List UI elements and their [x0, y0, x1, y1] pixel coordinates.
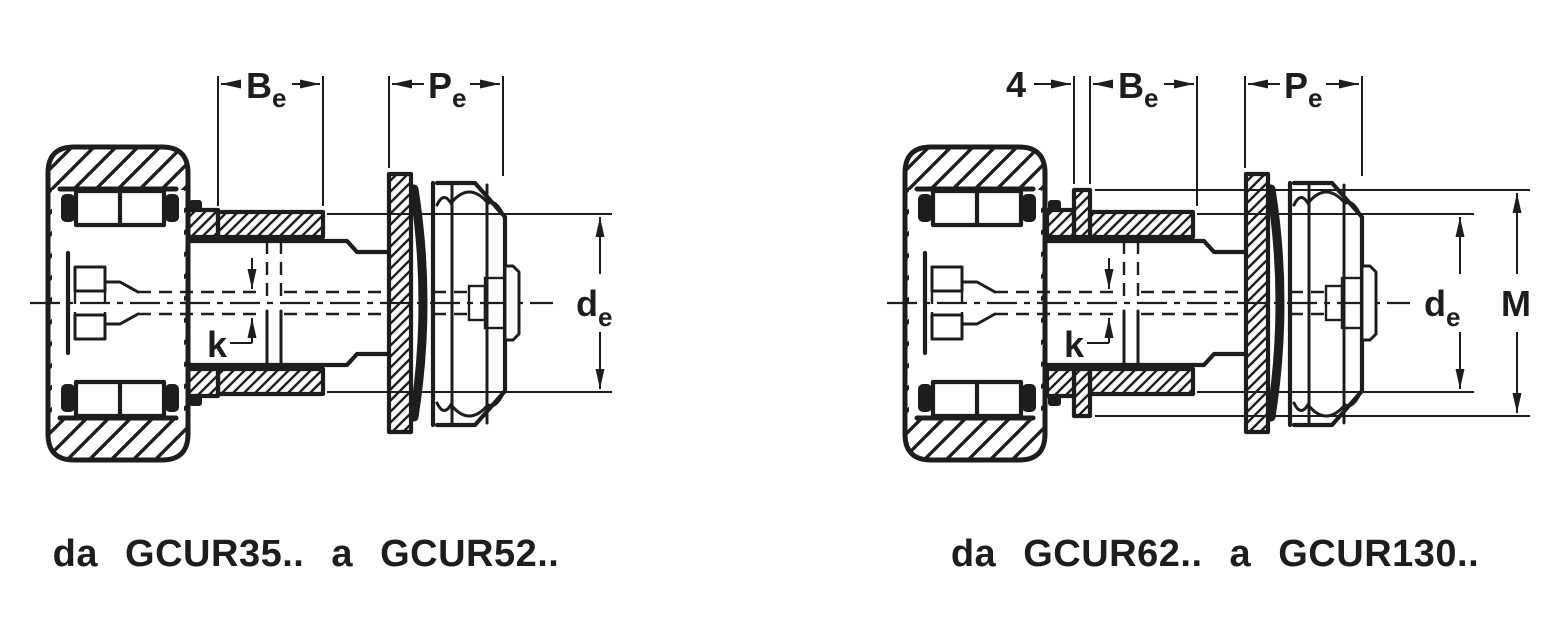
inner-seal-blob [189, 200, 202, 211]
label-k-right: k [1064, 324, 1085, 365]
inner-seal-blob [189, 395, 202, 406]
inner-seal-blob [1048, 395, 1061, 406]
label-k-left: k [207, 324, 228, 365]
figure-right: 4 Be Pe de [887, 64, 1531, 575]
inner-ring-flange [185, 207, 221, 240]
inner-ring-sleeve-right [1044, 187, 1196, 419]
label-Be: Be [1118, 65, 1158, 113]
figure-left: Be Pe de k da GCUR35.. a GCUR52.. [30, 65, 612, 575]
label-Pe: Pe [428, 65, 466, 113]
dim-de-right: de [1197, 213, 1474, 393]
dim-Be-right: Be [1093, 65, 1198, 206]
dim-Pe-left: Pe [388, 65, 504, 176]
caption-left: da GCUR35.. a GCUR52.. [53, 533, 560, 575]
dim-4-right: 4 [1006, 64, 1091, 184]
flange-lip [1071, 187, 1093, 240]
label-Be: Be [246, 65, 286, 113]
flange-lip [1071, 366, 1093, 419]
inner-ring-flange [1044, 366, 1077, 399]
sleeve-band [215, 209, 326, 240]
sleeve-band [215, 366, 326, 397]
label-4: 4 [1006, 64, 1026, 105]
inner-seal-blob [1048, 200, 1061, 211]
label-de: de [1424, 283, 1460, 332]
caption-right: da GCUR62.. a GCUR130.. [951, 533, 1479, 575]
sleeve-band [1087, 209, 1196, 240]
label-de: de [576, 283, 612, 332]
label-Pe: Pe [1284, 65, 1322, 113]
inner-ring-flange [1044, 207, 1077, 240]
inner-ring-flange [185, 366, 221, 399]
sleeve-band [1087, 366, 1196, 397]
dim-Pe-right: Pe [1244, 65, 1363, 176]
dim-M-right: M [1095, 189, 1531, 417]
label-M: M [1501, 283, 1531, 324]
dim-de-left: de [327, 213, 612, 393]
inner-ring-sleeve-left [185, 200, 326, 406]
dim-Be-left: Be [217, 65, 324, 206]
